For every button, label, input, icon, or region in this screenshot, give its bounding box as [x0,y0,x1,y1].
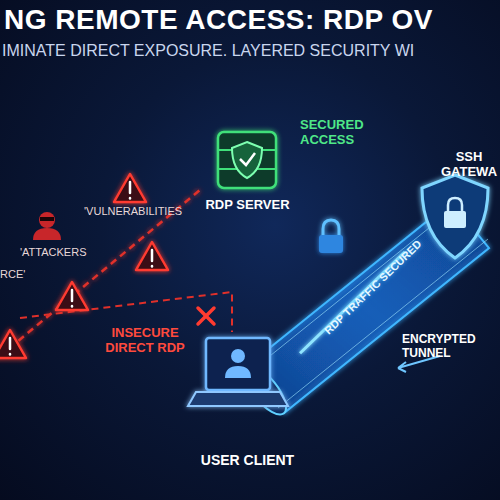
node-label: SSH GATEWA [438,150,500,180]
tunnel-label: ENCRYPTED TUNNEL [402,333,500,361]
threat-label: RCE' [0,268,50,281]
threat-label: 'ATTACKERS [20,246,110,259]
attacker-icon [33,212,61,240]
node-label: USER CLIENT [195,452,300,468]
threat-label: 'VULNERABILITIES [84,205,194,218]
laptop-icon [188,338,288,406]
subtitle: IMINATE DIRECT EXPOSURE. LAYERED SECURIT… [2,42,500,60]
diagram-title: NG REMOTE ACCESS: RDP OV [4,4,433,36]
server-node: RDP SERVER [200,128,295,218]
insecure-label: INSECURE DIRECT RDP [95,326,195,356]
gateway-shield [422,175,488,258]
client-node: USER CLIENT [195,334,300,474]
insecure-path [0,190,200,356]
lock-icon [319,220,343,253]
server-icon [218,132,276,188]
node-label: RDP SERVER [200,198,295,213]
block-mark [198,308,214,324]
status-label: SECURED ACCESS [300,118,380,148]
